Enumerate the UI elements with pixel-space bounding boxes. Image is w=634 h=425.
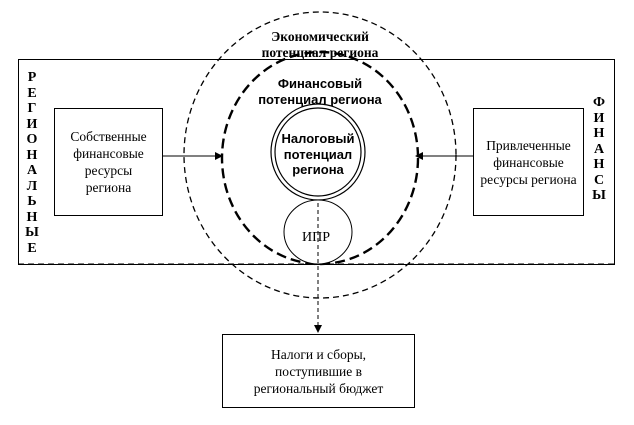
- side-letter: Н: [593, 126, 605, 141]
- attracted-resources-text: Привлеченные финансовые ресурсы региона: [480, 137, 577, 187]
- side-letter: Е: [27, 85, 37, 101]
- side-letter: А: [26, 163, 38, 178]
- side-letter: Ф: [592, 95, 606, 110]
- side-letter: А: [593, 141, 605, 157]
- financial-potential-label: Финансовый потенциал региона: [258, 76, 382, 107]
- tax-potential-circle-inner: [274, 107, 362, 197]
- side-letter: Н: [593, 157, 605, 172]
- taxes-box: Налоги и сборы, поступившие в региональн…: [222, 334, 415, 408]
- own-resources-box: Собственные финансовые ресурсы региона: [54, 108, 163, 216]
- own-resources-text: Собственные финансовые ресурсы региона: [70, 129, 147, 195]
- side-letter: Ы: [592, 188, 606, 203]
- attracted-resources-box: Привлеченные финансовые ресурсы региона: [473, 108, 584, 216]
- side-letter: И: [26, 116, 38, 132]
- side-letter: С: [593, 172, 605, 188]
- side-letter: Р: [27, 70, 37, 85]
- taxes-text: Налоги и сборы, поступившие в региональн…: [253, 346, 384, 396]
- side-letter: Е: [27, 240, 37, 256]
- ipr-label: ИПР: [302, 230, 331, 245]
- side-letter: Г: [27, 101, 37, 116]
- side-letter: О: [26, 132, 38, 147]
- side-letter: Ы: [25, 225, 39, 240]
- side-letter: Л: [26, 178, 38, 194]
- side-letter: Н: [26, 209, 38, 225]
- side-letter: И: [593, 110, 605, 126]
- side-letter: Ь: [27, 194, 37, 209]
- side-letter: Н: [26, 147, 38, 163]
- economic-potential-label: Экономический потенциал региона: [261, 29, 379, 60]
- regional-finances-frame: [18, 59, 615, 265]
- economic-potential-circle: [183, 11, 457, 299]
- tax-potential-label: Налоговый потенциал региона: [281, 131, 355, 177]
